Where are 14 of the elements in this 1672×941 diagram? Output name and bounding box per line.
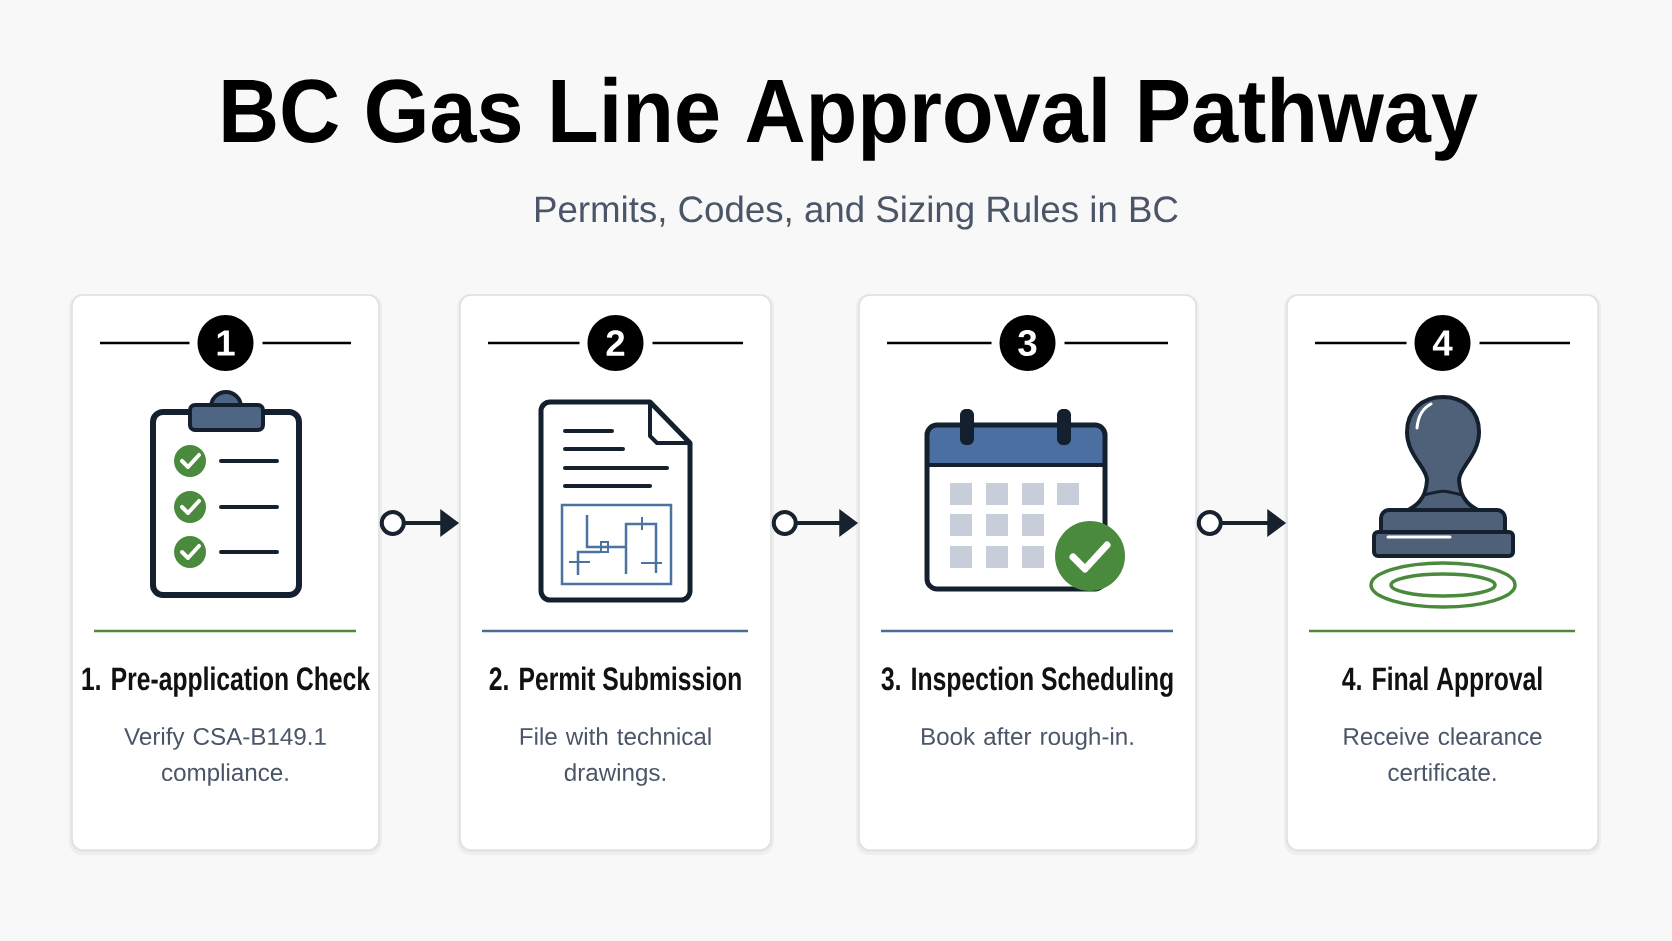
subtitle: Permits, Codes, and Sizing Rules in BC (536, 195, 1178, 230)
step-heading: 3. Inspection Scheduling (881, 666, 1173, 697)
title: BC Gas Line Approval Pathway (223, 76, 1478, 161)
step-description: Receive clearance certificate. (1344, 727, 1542, 782)
step-heading: 2. Permit Submission (489, 666, 741, 691)
step-description: File with technical drawings. (520, 727, 711, 786)
number-badge: 4 (1414, 315, 1471, 371)
number-badge: 3 (999, 315, 1056, 371)
number-badge: 1 (197, 315, 254, 371)
step-heading: 4. Final Approval (1342, 666, 1542, 697)
number-badge: 2 (587, 315, 644, 371)
step-heading: 1. Pre-application Check (82, 666, 371, 697)
step-description: Verify CSA-B149.1 compliance. (124, 727, 326, 786)
step-description: Book after rough-in. (922, 727, 1133, 750)
